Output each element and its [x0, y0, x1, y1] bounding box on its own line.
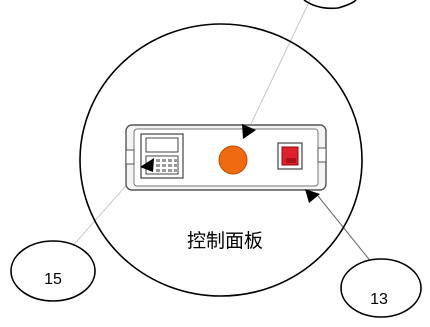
display-keypad-module: [140, 133, 184, 179]
panel-label: 控制面板: [187, 230, 263, 252]
arrowhead-top: [242, 124, 256, 139]
callout-circle-right: [340, 258, 422, 318]
callout-circle-left: [10, 240, 96, 302]
display-screen: [145, 137, 179, 153]
arrowhead-right: [305, 189, 320, 203]
panel-left-tab: [125, 149, 135, 165]
arrowhead-left: [140, 158, 154, 172]
orange-button: [218, 145, 248, 175]
red-switch: [277, 142, 303, 170]
keypad-keys: [156, 159, 177, 172]
zoom-circle: [79, 23, 363, 297]
leader-line-right: [317, 195, 373, 264]
panel-right-tab: [317, 147, 327, 163]
callout-number-left: 15: [44, 271, 62, 288]
callout-number-right: 13: [370, 291, 388, 308]
control-panel-device: [125, 124, 327, 191]
leader-line-top: [249, 0, 311, 127]
top-callout-circle-partial: [303, 0, 357, 10]
